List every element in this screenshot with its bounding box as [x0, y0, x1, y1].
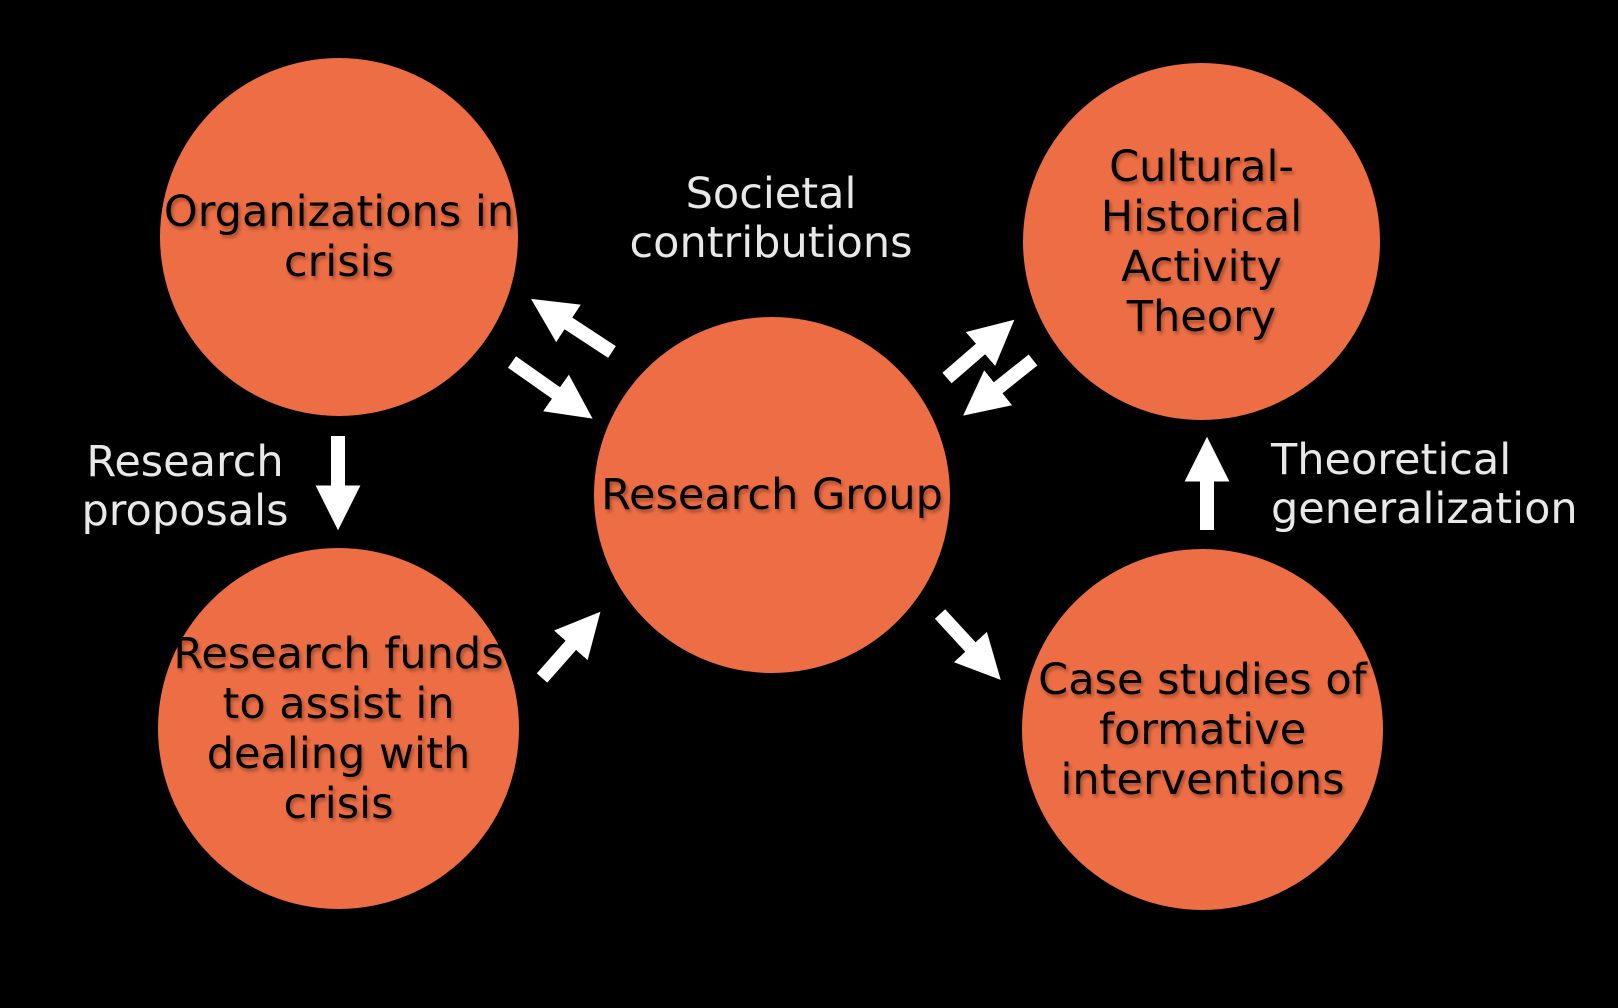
arrow-research-group-to-organizations-icon: [531, 298, 616, 358]
node-label-research-funds: Research funds to assist in dealing with…: [173, 628, 504, 829]
node-label-case-studies: Case studies of formative interventions: [1038, 654, 1367, 805]
node-research-group: Research Group: [594, 317, 950, 673]
node-label-cultural-historical-activity-theory: Cultural- Historical Activity Theory: [1100, 141, 1303, 342]
node-label-research-group: Research Group: [601, 470, 943, 520]
node-organizations-in-crisis: Organizations in crisis: [160, 58, 518, 416]
arrow-chat-to-research-group-icon: [963, 354, 1038, 416]
label-societal-contributions: Societal contributions: [629, 169, 913, 268]
label-theoretical-generalization: Theoretical generalization: [1271, 435, 1578, 534]
arrow-research-group-to-chat-icon: [942, 319, 1015, 384]
label-research-proposals: Research proposals: [81, 437, 289, 536]
arrow-organizations-to-research-group-icon: [507, 356, 593, 419]
node-case-studies: Case studies of formative interventions: [1022, 549, 1383, 910]
arrow-research-funds-to-research-group-icon: [536, 611, 601, 683]
node-research-funds: Research funds to assist in dealing with…: [158, 548, 519, 909]
arrow-research-group-to-case-studies-icon: [934, 609, 1001, 680]
node-cultural-historical-activity-theory: Cultural- Historical Activity Theory: [1023, 63, 1380, 420]
node-label-organizations-in-crisis: Organizations in crisis: [163, 187, 515, 287]
